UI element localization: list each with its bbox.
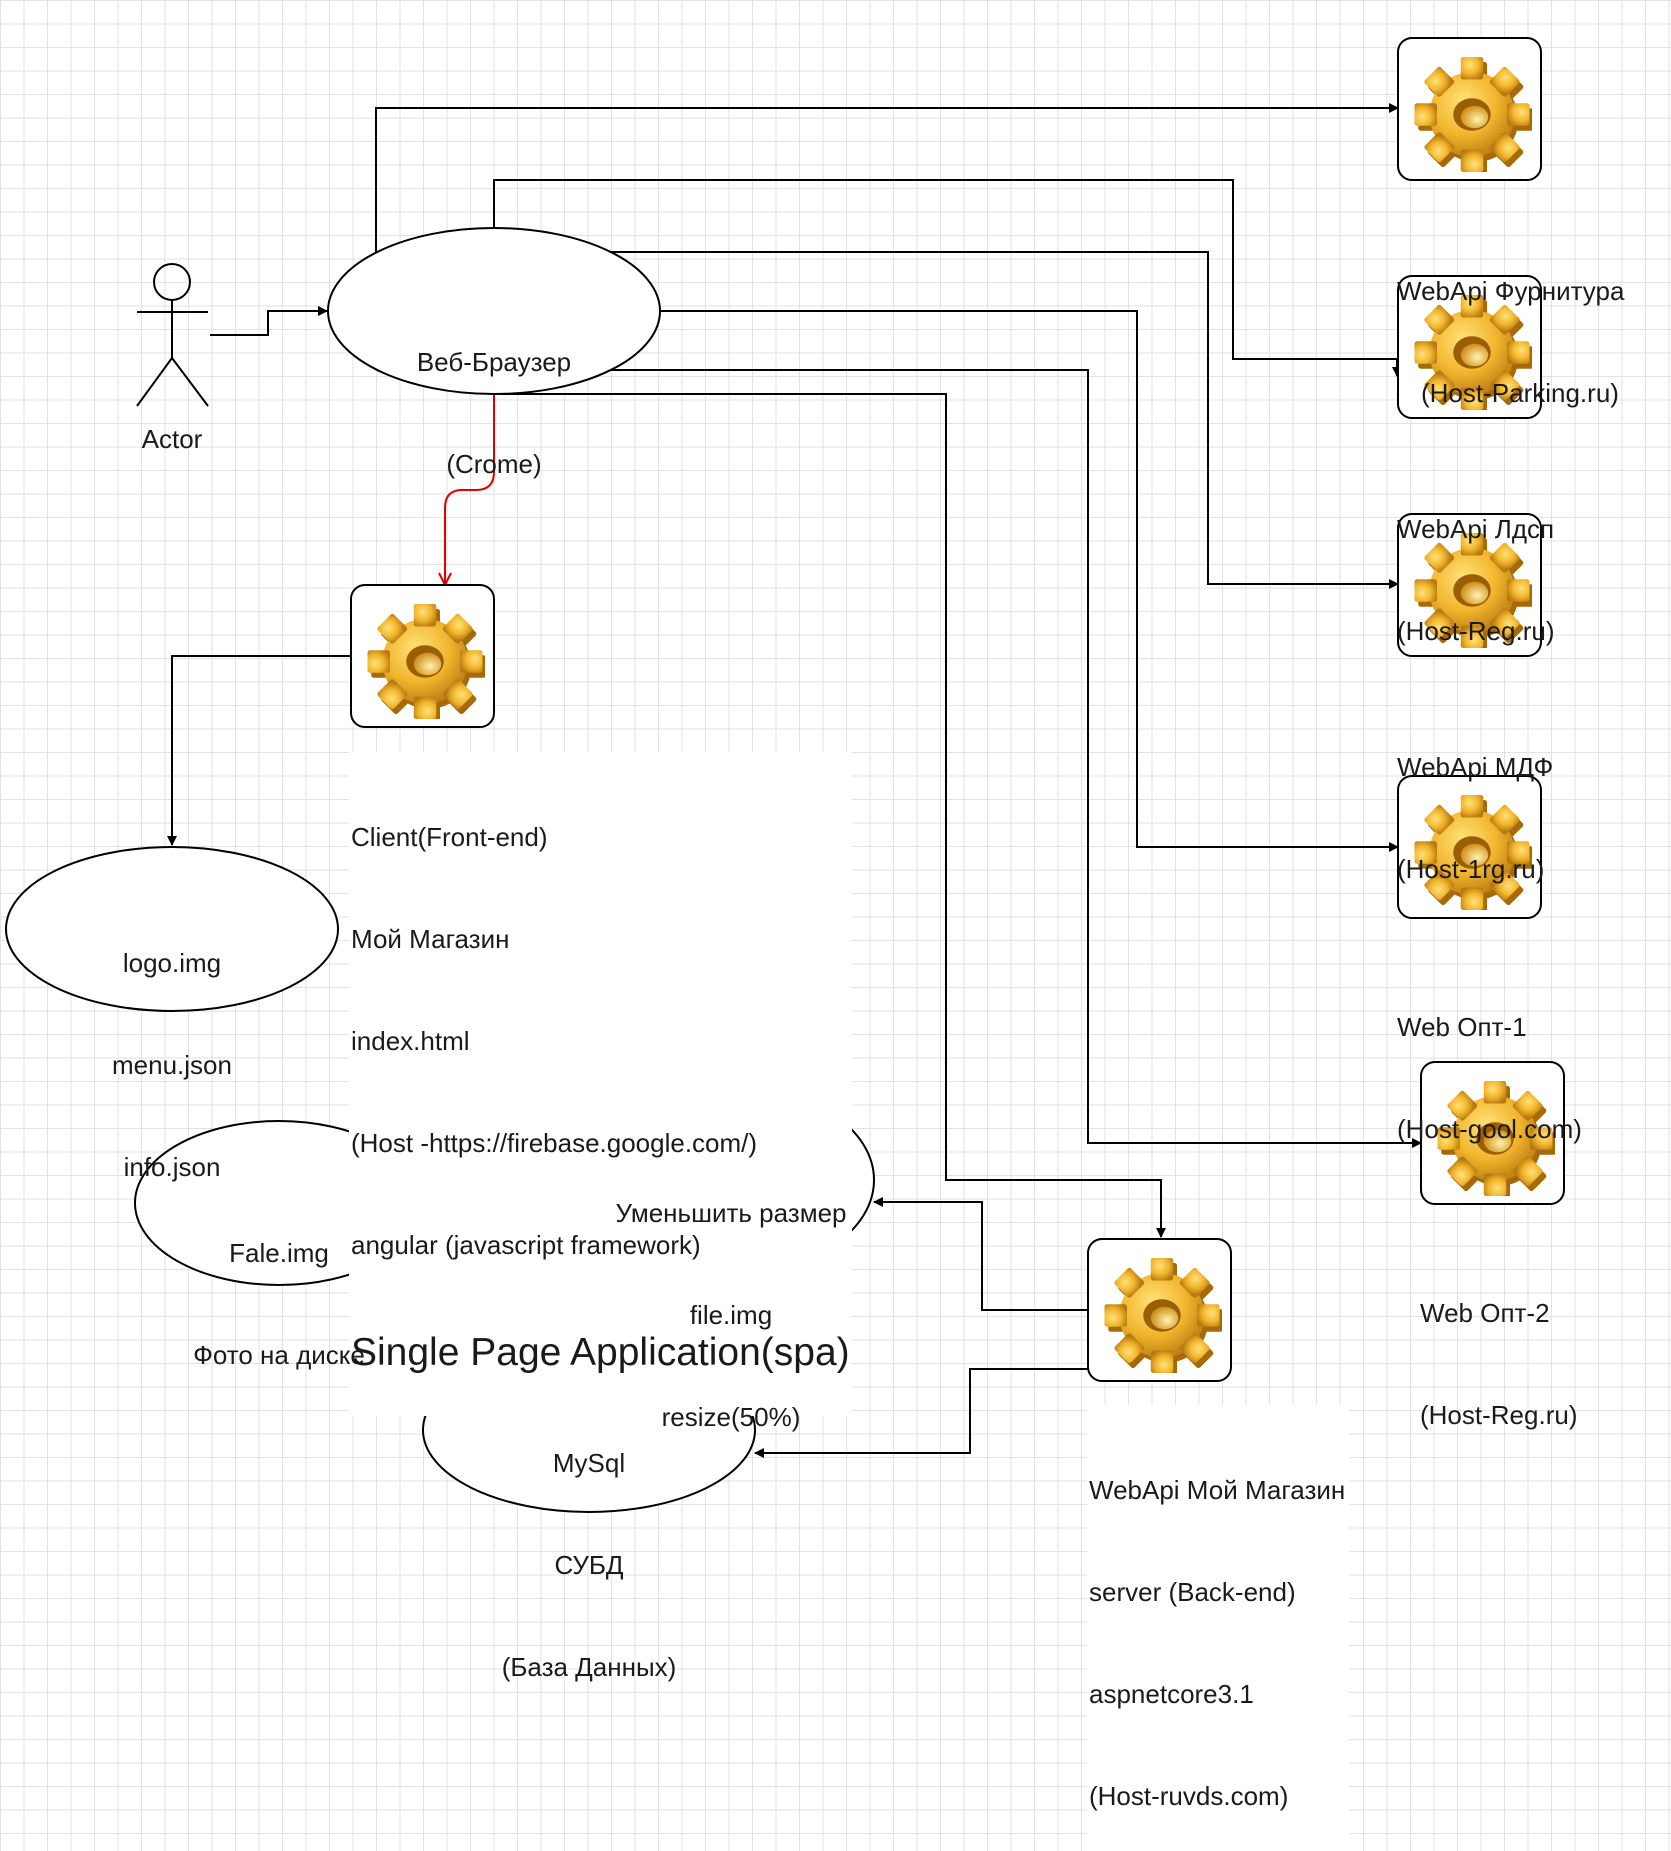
backend-label-line-4: (Host-ruvds.com) bbox=[1089, 1781, 1289, 1811]
service-4-label: Web Опт-1 (Host-gool.com) bbox=[1397, 942, 1582, 1180]
service-2-name: WebApi Лдсп bbox=[1397, 514, 1555, 544]
client-label-line-2: Мой Магазин bbox=[351, 924, 510, 954]
resize-label: Уменьшить размер file.img resize(50%) bbox=[581, 1128, 881, 1468]
edge-browser-to-service-3 bbox=[610, 251, 1399, 589]
service-2-host: (Host-Reg.ru) bbox=[1397, 616, 1555, 646]
actor-label: Actor bbox=[141, 424, 203, 454]
client-label-line-3: index.html bbox=[351, 1026, 470, 1056]
resize-label-line-3: resize(50%) bbox=[661, 1402, 801, 1432]
client-label: Client(Front-end) Мой Магазин index.html… bbox=[349, 752, 852, 1416]
resize-label-line-1: Уменьшить размер bbox=[615, 1198, 847, 1228]
browser-label-line-1: Веб-Браузер bbox=[416, 347, 572, 377]
backend-label: WebApi Мой Магазин server (Back-end) asp… bbox=[1087, 1405, 1350, 1851]
client-label-line-6: Single Page Application(spa) bbox=[351, 1331, 850, 1374]
db-label-line-3: (База Данных) bbox=[501, 1652, 677, 1682]
file-label-line-2: Фото на диске bbox=[193, 1340, 365, 1370]
service-5-label: Web Опт-2 (Host-Reg.ru) bbox=[1420, 1228, 1577, 1466]
edge-browser-to-service-1 bbox=[375, 103, 1399, 252]
backend-label-line-3: aspnetcore3.1 bbox=[1089, 1679, 1254, 1709]
static-files-line-3: info.json bbox=[123, 1152, 221, 1182]
backend-label-line-1: WebApi Мой Магазин bbox=[1089, 1475, 1346, 1505]
service-1-name: WebApi Фурнитура bbox=[1397, 276, 1625, 306]
static-files-label: logo.img menu.json info.json bbox=[22, 878, 322, 1218]
client-label-line-1: Client(Front-end) bbox=[351, 822, 548, 852]
static-files-line-1: logo.img bbox=[122, 948, 222, 978]
service-3-name: WebApi МДФ bbox=[1397, 752, 1554, 782]
service-2-label: WebApi Лдсп (Host-Reg.ru) bbox=[1397, 444, 1554, 682]
edge-client-to-static-files bbox=[167, 655, 350, 846]
db-label: MySql СУБД (База Данных) bbox=[439, 1378, 739, 1718]
client-label-line-5: angular (javascript framework) bbox=[351, 1230, 701, 1260]
browser-label: Веб-Браузер (Crome) bbox=[344, 277, 644, 515]
service-1-host: (Host-Parking.ru) bbox=[1421, 378, 1619, 408]
edge-backend-to-db bbox=[754, 1368, 1088, 1458]
browser-node bbox=[327, 227, 661, 395]
file-label-line-1: Fale.img bbox=[229, 1238, 329, 1268]
edge-backend-to-resize bbox=[873, 1197, 1088, 1311]
service-3-host: (Host-1rg.ru) bbox=[1397, 854, 1545, 884]
resize-label-line-2: file.img bbox=[689, 1300, 773, 1330]
client-label-line-4: (Host -https://firebase.google.com/) bbox=[351, 1128, 758, 1158]
service-5-name: Web Опт-2 bbox=[1420, 1298, 1550, 1328]
service-5-host: (Host-Reg.ru) bbox=[1420, 1400, 1578, 1430]
static-files-node bbox=[5, 846, 339, 1012]
file-label: Fale.img Фото на диске bbox=[129, 1168, 429, 1406]
edge-actor-to-browser bbox=[210, 306, 328, 336]
edge-browser-to-backend bbox=[500, 393, 1166, 1238]
actor-figure bbox=[136, 263, 209, 407]
static-files-line-2: menu.json bbox=[112, 1050, 232, 1080]
edge-browser-to-service-5 bbox=[610, 369, 1422, 1148]
service-4-host: (Host-gool.com) bbox=[1397, 1114, 1582, 1144]
browser-label-line-2: (Crome) bbox=[446, 449, 542, 479]
edge-browser-to-client bbox=[445, 395, 495, 585]
db-label-line-1: MySql bbox=[552, 1448, 626, 1478]
db-label-line-2: СУБД bbox=[554, 1550, 624, 1580]
service-4-name: Web Опт-1 bbox=[1397, 1012, 1527, 1042]
service-3-label: WebApi МДФ (Host-1rg.ru) bbox=[1397, 682, 1553, 920]
service-1-label: WebApi Фурнитура (Host-Parking.ru) bbox=[1397, 206, 1624, 444]
backend-label-line-2: server (Back-end) bbox=[1089, 1577, 1296, 1607]
edge-browser-to-service-4 bbox=[660, 310, 1399, 852]
